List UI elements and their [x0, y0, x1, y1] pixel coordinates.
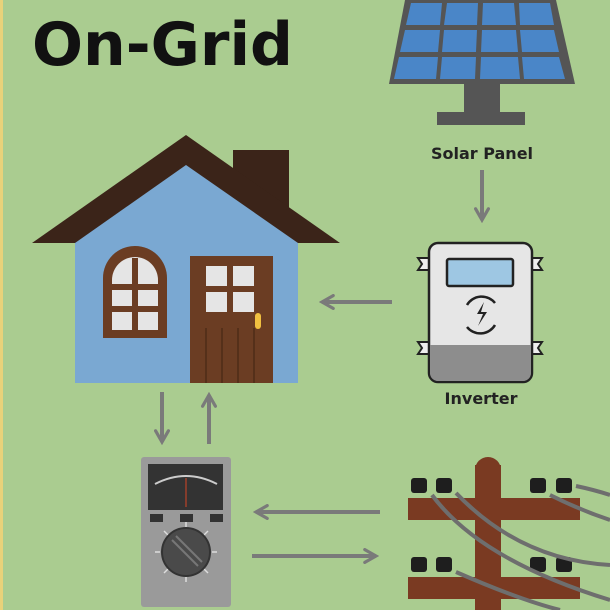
meter-icon	[141, 457, 231, 607]
inverter-label: Inverter	[445, 389, 518, 408]
page-title: On-Grid	[32, 10, 293, 80]
solar-panel-icon	[389, 0, 575, 125]
house-icon	[32, 135, 340, 383]
inverter-icon	[416, 241, 544, 384]
solar-panel-label: Solar Panel	[431, 144, 533, 163]
utility-pole-icon	[408, 457, 610, 610]
left-edge	[0, 0, 3, 610]
